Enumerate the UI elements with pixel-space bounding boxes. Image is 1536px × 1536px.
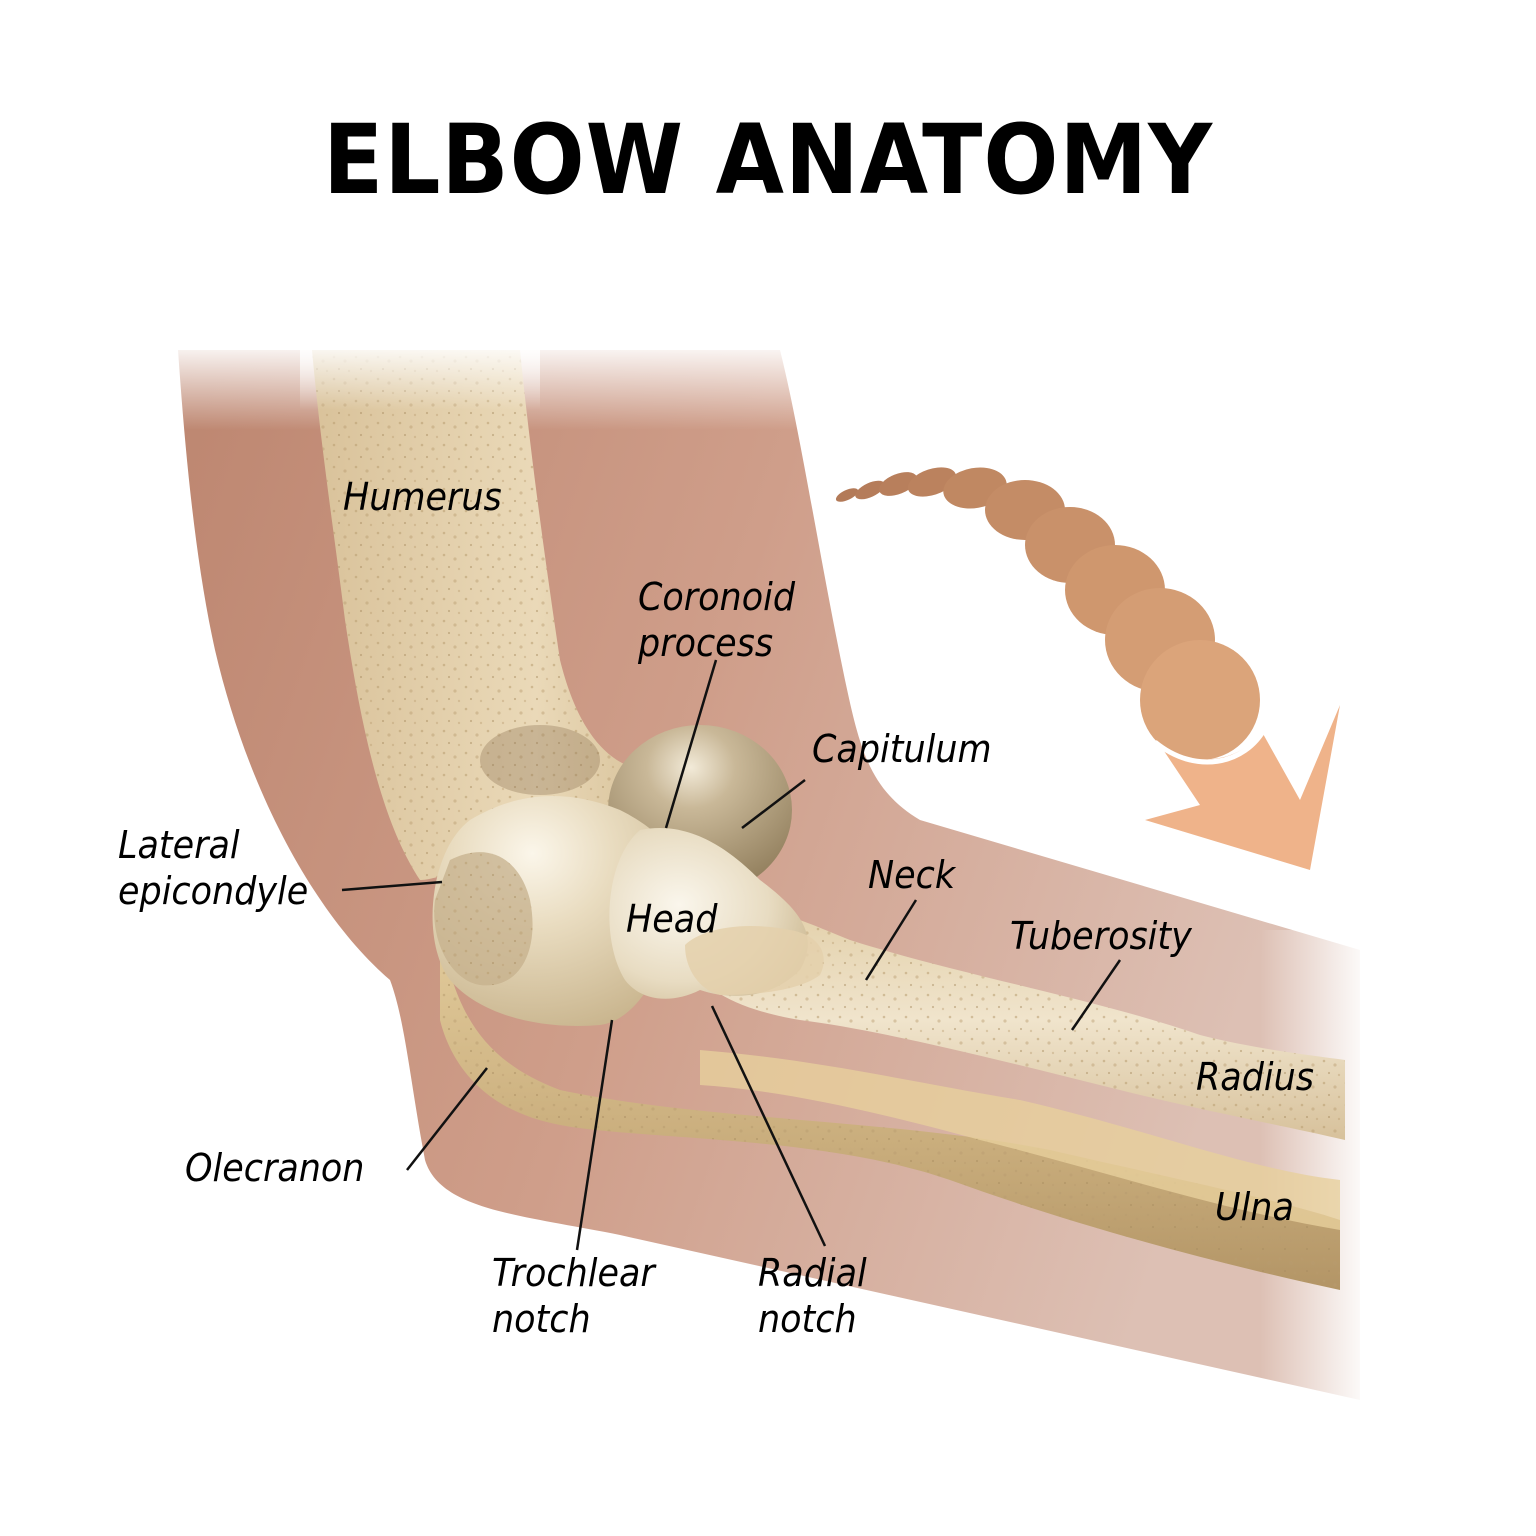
label-tuberosity: Tuberosity xyxy=(1010,914,1192,958)
label-ulna: Ulna xyxy=(1215,1185,1294,1229)
ulna-bone xyxy=(440,930,1340,1290)
leader-tuberosity xyxy=(1070,959,1122,1031)
radius-bone xyxy=(690,900,1345,1140)
label-radial-notch: Radial notch xyxy=(758,1250,867,1342)
label-radial-line2: notch xyxy=(758,1297,857,1341)
leader-capitulum xyxy=(741,779,806,829)
label-humerus: Humerus xyxy=(343,475,502,519)
leader-olecranon xyxy=(406,1067,488,1171)
label-coronoid-process: Coronoid process xyxy=(638,574,795,666)
leader-radial-notch xyxy=(710,1005,827,1247)
label-lateral-line1: Lateral xyxy=(118,823,240,867)
label-capitulum: Capitulum xyxy=(812,727,992,771)
label-trochlear-line1: Trochlear xyxy=(492,1251,655,1295)
label-lateral-line2: epicondyle xyxy=(118,869,309,913)
leader-lines xyxy=(341,659,1122,1251)
humerus-bone xyxy=(300,340,760,880)
label-lateral-epicondyle: Lateral epicondyle xyxy=(118,822,308,914)
label-coronoid-line1: Coronoid xyxy=(638,575,796,619)
label-trochlear-line2: notch xyxy=(492,1297,591,1341)
label-head: Head xyxy=(626,897,718,941)
label-neck: Neck xyxy=(868,853,956,897)
leader-trochlear-notch xyxy=(575,1019,614,1251)
radial-head xyxy=(609,828,824,999)
label-radius: Radius xyxy=(1196,1055,1314,1099)
leader-neck xyxy=(864,899,918,981)
label-trochlear-notch: Trochlear notch xyxy=(492,1250,655,1342)
label-olecranon: Olecranon xyxy=(185,1146,365,1190)
label-coronoid-line2: process xyxy=(638,621,774,665)
page-title: ELBOW ANATOMY xyxy=(322,104,1214,216)
leader-lateral-epicondyle xyxy=(341,880,443,892)
leader-coronoid xyxy=(664,659,718,829)
label-radial-line1: Radial xyxy=(758,1251,867,1295)
flexion-arrow-icon xyxy=(835,467,1340,870)
